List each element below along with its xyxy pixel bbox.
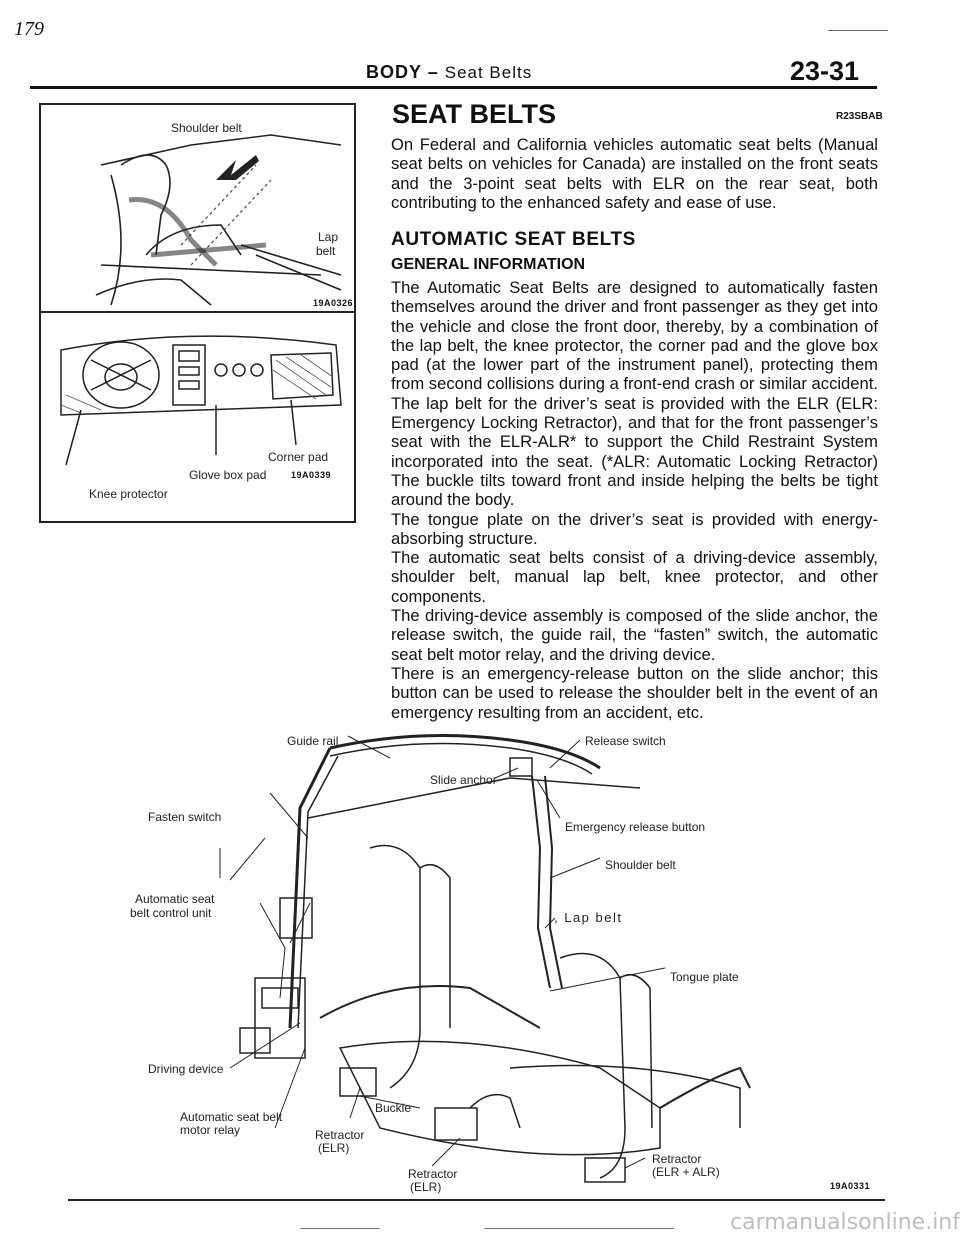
header-section: BODY (366, 62, 422, 82)
label-control-unit-line2: belt control unit (130, 906, 212, 920)
label-motor-relay-line2: motor relay (180, 1123, 241, 1137)
figure-divider (41, 311, 354, 313)
paragraph: The Automatic Seat Belts are designed to… (391, 278, 878, 394)
label-guide-rail: Guide rail (287, 734, 339, 748)
label-lap-belt-line1: Lap (318, 230, 339, 244)
paragraph: The driving-device assembly is composed … (391, 606, 878, 664)
figure1-code: 19A0326 (313, 298, 354, 308)
label-shoulder-belt: Shoulder belt (171, 121, 242, 135)
label-emergency-release-button: Emergency release button (565, 820, 706, 834)
paragraph: There is an emergency-release button on … (391, 663, 878, 722)
corner-rule (828, 30, 888, 31)
label-release-switch: Release switch (585, 734, 666, 748)
section-title: SEAT BELTS (392, 99, 557, 129)
label-retractor-elr-2-type: (ELR) (410, 1180, 442, 1194)
seat-belt-assembly-figure: Guide rail Release switch Slide anchor F… (40, 728, 880, 1200)
subsection-title: AUTOMATIC SEAT BELTS (391, 229, 636, 250)
label-knee-protector: Knee protector (89, 487, 168, 501)
label-glove-box-pad: Glove box pad (189, 468, 267, 482)
figure2-code: 19A0339 (291, 470, 332, 480)
page-corner-mark: 179 (14, 18, 44, 40)
label-corner-pad: Corner pad (268, 450, 329, 464)
bottom-rule (68, 1199, 885, 1201)
label-tongue-plate: Tongue plate (670, 970, 739, 984)
body-text: The Automatic Seat Belts are designed to… (391, 278, 878, 722)
header-rule (30, 86, 877, 89)
figure3-code: 19A0331 (830, 1181, 871, 1191)
label-control-unit-line1: Automatic seat (135, 892, 215, 906)
paragraph: The tongue plate on the driver’s seat is… (391, 509, 878, 548)
intro-paragraph: On Federal and California vehicles autom… (391, 135, 878, 212)
page-number: 23-31 (790, 56, 860, 86)
label-retractor-elr-2: Retractor (408, 1167, 458, 1181)
section-code: R23SBAB (836, 111, 883, 122)
label-retractor-elr-alr-type: (ELR + ALR) (652, 1165, 720, 1179)
label-retractor-elr-alr: Retractor (652, 1152, 702, 1166)
general-information-title: GENERAL INFORMATION (391, 256, 586, 273)
header-dash: – (427, 62, 439, 82)
watermark: carmanualsonline.info (730, 1210, 960, 1235)
label-motor-relay-line1: Automatic seat belt (180, 1110, 283, 1124)
occupant-illustration (95, 134, 342, 306)
seat-belt-assembly-illustration (219, 734, 751, 1183)
label-slide-anchor: Slide anchor (430, 773, 497, 787)
footer-line (484, 1228, 674, 1229)
label-lap-belt: , Lap belt (554, 910, 623, 925)
label-driving-device: Driving device (148, 1062, 224, 1076)
paragraph: The automatic seat belts consist of a dr… (391, 548, 878, 606)
page-header-title: BODY – Seat Belts (366, 62, 532, 83)
header-topic: Seat Belts (444, 63, 533, 82)
footer-line (300, 1228, 380, 1229)
label-buckle: Buckle (375, 1101, 412, 1115)
instrument-panel-illustration (60, 335, 342, 466)
label-lap-belt-line2: belt (316, 244, 336, 258)
label-fasten-switch: Fasten switch (148, 810, 222, 824)
arrow-shape (216, 155, 259, 180)
left-figure-box: Shoulder belt Lap belt 19A0326 Corner pa… (39, 103, 356, 523)
label-shoulder-belt: Shoulder belt (605, 858, 676, 872)
label-retractor-elr-1: Retractor (315, 1128, 365, 1142)
label-retractor-elr-1-type: (ELR) (318, 1141, 350, 1155)
paragraph: The lap belt for the driver’s seat is pr… (391, 393, 878, 510)
